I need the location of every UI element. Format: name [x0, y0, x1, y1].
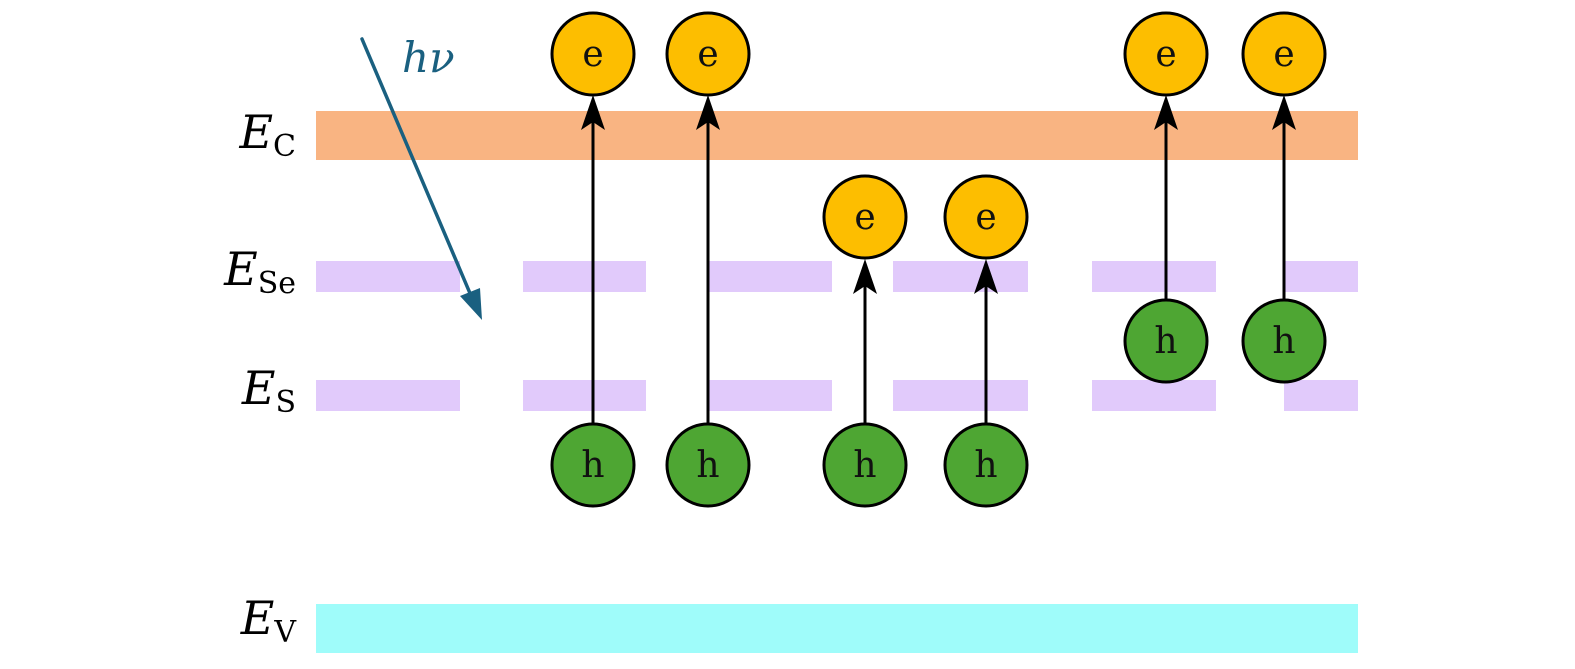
hole-circle: [1123, 298, 1209, 384]
electron-circle: [1123, 11, 1209, 97]
electron-circle: [1241, 11, 1327, 97]
transition-arrow: [1272, 95, 1296, 300]
selenium-level-segment: [708, 261, 832, 292]
selenium-level-segment: [523, 261, 646, 292]
photon-ray: [360, 37, 474, 300]
electrons: e e e e e e: [550, 11, 1327, 260]
sulfur-level-segment: [316, 380, 460, 411]
transition-arrow: [853, 259, 877, 423]
valence-band: [316, 604, 1358, 653]
electron: e: [1241, 11, 1327, 97]
electron-label: e: [854, 197, 875, 238]
electron-circle: [665, 11, 751, 97]
transition-arrowhead: [853, 259, 877, 294]
transition-arrow: [581, 95, 605, 423]
selenium-level-band: [316, 261, 1358, 292]
photon-arrowhead: [460, 288, 482, 320]
electron-circle: [943, 174, 1029, 260]
selenium-level-segment: [1092, 261, 1216, 292]
transition-arrowhead: [974, 259, 998, 294]
electron-label: e: [1273, 34, 1294, 75]
selenium-level-segment: [1284, 261, 1358, 292]
hole: h: [665, 422, 751, 508]
transition-arrow: [696, 95, 720, 423]
hole-label: h: [581, 445, 604, 486]
hole-label: h: [696, 445, 719, 486]
transition-arrow: [974, 259, 998, 423]
hole-circle: [550, 422, 636, 508]
conduction-band: [316, 111, 1358, 160]
sulfur-level-segment: [893, 380, 1028, 411]
transition-arrowhead: [1272, 95, 1296, 130]
hole-circle: [943, 422, 1029, 508]
transition-arrowhead: [1154, 95, 1178, 130]
transition-arrowhead: [696, 95, 720, 130]
energy-bands: [316, 111, 1358, 653]
hole: h: [550, 422, 636, 508]
hole-label: h: [1154, 321, 1177, 362]
electron: e: [550, 11, 636, 97]
hole-circle: [822, 422, 908, 508]
photon-arrow: hν: [360, 33, 482, 320]
electron-label: e: [1155, 34, 1176, 75]
selenium-level-segment: [893, 261, 1028, 292]
electron-label: e: [975, 197, 996, 238]
label-sulfur-level: ES: [241, 361, 296, 420]
sulfur-level-segment: [708, 380, 832, 411]
sulfur-level-band: [316, 380, 1358, 411]
hole: h: [943, 422, 1029, 508]
label-conduction-band: EC: [238, 105, 296, 164]
electron: e: [665, 11, 751, 97]
transitions: [581, 95, 1296, 423]
sulfur-level-segment: [523, 380, 646, 411]
sulfur-level-segment: [1092, 380, 1216, 411]
label-valence-band: EV: [240, 591, 298, 650]
label-selenium-level: ESe: [223, 242, 296, 301]
electron: e: [1123, 11, 1209, 97]
electron-circle: [822, 174, 908, 260]
electron-label: e: [697, 34, 718, 75]
electron: e: [943, 174, 1029, 260]
hole: h: [822, 422, 908, 508]
level-labels: EC ESe ES EV: [223, 105, 297, 650]
electron: e: [822, 174, 908, 260]
photon-energy-label: hν: [402, 33, 455, 82]
hole-label: h: [974, 445, 997, 486]
sulfur-level-segment: [1284, 380, 1358, 411]
hole: h: [1123, 298, 1209, 384]
holes: h h h h h h: [550, 298, 1327, 508]
hole-circle: [665, 422, 751, 508]
selenium-level-segment: [316, 261, 460, 292]
transition-arrow: [1154, 95, 1178, 300]
electron-label: e: [582, 34, 603, 75]
transition-arrowhead: [581, 95, 605, 130]
hole: h: [1241, 298, 1327, 384]
hole-circle: [1241, 298, 1327, 384]
electron-circle: [550, 11, 636, 97]
hole-label: h: [1272, 321, 1295, 362]
hole-label: h: [853, 445, 876, 486]
